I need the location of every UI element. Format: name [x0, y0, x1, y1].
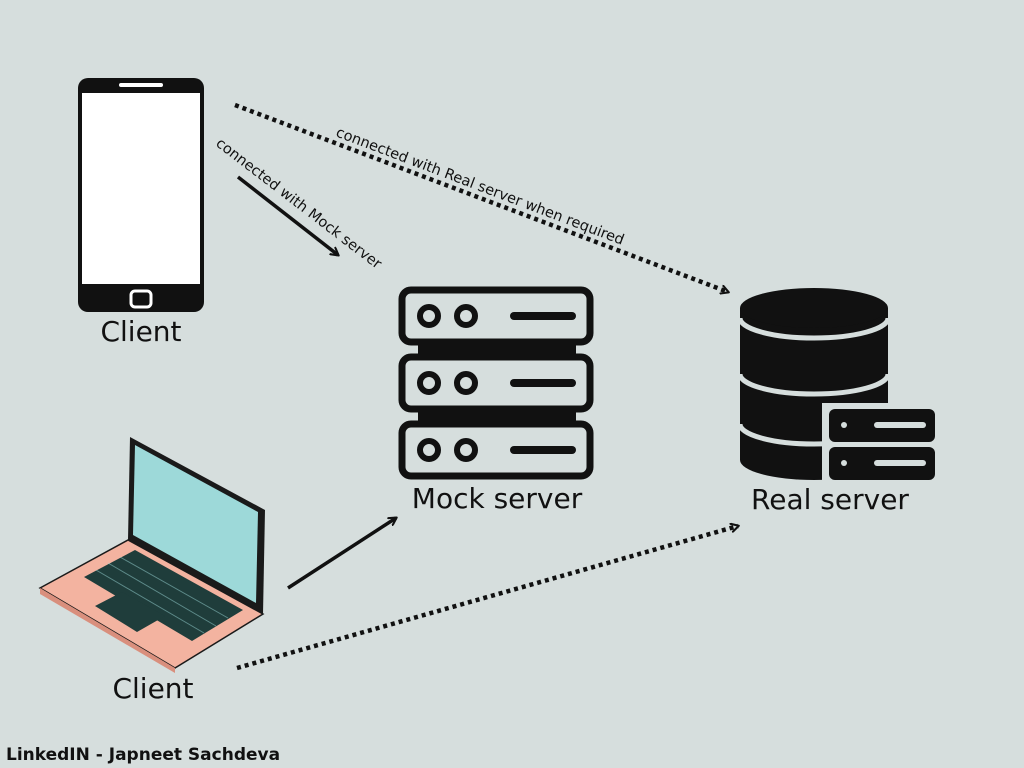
- laptop-client-label: Client: [112, 672, 193, 705]
- edge-laptop-to-mock: [287, 518, 396, 590]
- real-server-label: Real server: [751, 483, 909, 516]
- edge-laptop-to-real: [236, 526, 738, 671]
- edge-label-phone-to-mock: connected with Mock server: [213, 135, 385, 272]
- edge-phone-to-real: [234, 102, 728, 292]
- phone-icon: [78, 78, 204, 312]
- laptop-icon: [38, 437, 265, 673]
- mock-server-label: Mock server: [412, 482, 583, 515]
- server-rack-icon: [398, 286, 594, 480]
- phone-client-label: Client: [100, 315, 181, 348]
- edge-phone-to-mock: [236, 175, 338, 255]
- author-credit: LinkedIN - Japneet Sachdeva: [6, 745, 281, 765]
- database-icon: [737, 288, 940, 485]
- edge-label-phone-to-real: connected with Real server when required: [334, 125, 626, 249]
